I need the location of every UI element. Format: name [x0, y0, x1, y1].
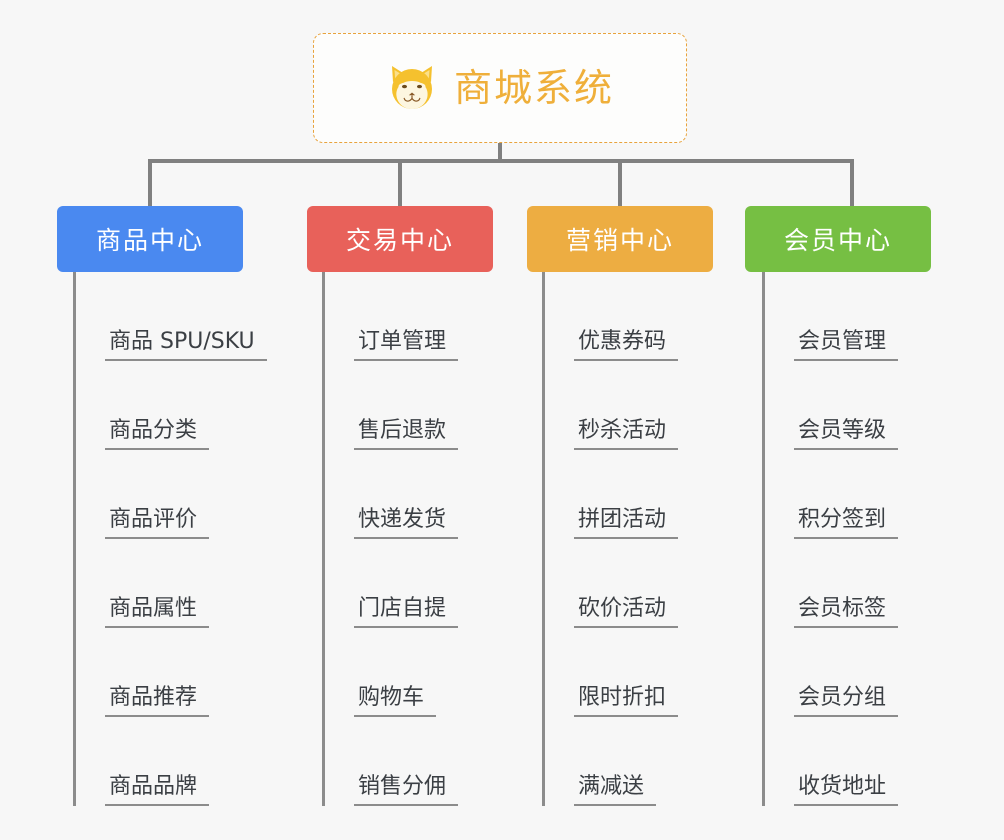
list-item[interactable]: 商品分类: [73, 361, 303, 450]
list-item[interactable]: 购物车: [322, 628, 552, 717]
list-item-label: 会员分组: [794, 684, 899, 717]
list-item[interactable]: 优惠券码: [542, 272, 772, 361]
list-item-label: 商品 SPU/SKU: [105, 328, 267, 361]
list-item-label: 会员等级: [794, 417, 899, 450]
list-item-label: 满减送: [574, 773, 657, 806]
list-item[interactable]: 限时折扣: [542, 628, 772, 717]
list-item[interactable]: 商品品牌: [73, 717, 303, 806]
list-item-label: 会员管理: [794, 328, 899, 361]
list-item-label: 拼团活动: [574, 506, 679, 539]
list-item-label: 门店自提: [354, 595, 459, 628]
list-item-label: 积分签到: [794, 506, 899, 539]
list-item-label: 销售分佣: [354, 773, 459, 806]
list-item-label: 商品评价: [105, 506, 210, 539]
list-item[interactable]: 积分签到: [762, 450, 992, 539]
list-item-label: 优惠券码: [574, 328, 679, 361]
list-item[interactable]: 商品属性: [73, 539, 303, 628]
list-item[interactable]: 售后退款: [322, 361, 552, 450]
category-title-product: 商品中心: [95, 226, 204, 255]
column-spine-member: [762, 272, 765, 806]
root-title: 商城系统: [453, 66, 614, 110]
category-box-product[interactable]: 商品中心: [57, 206, 243, 272]
list-item-label: 商品分类: [105, 417, 210, 450]
list-item-label: 砍价活动: [574, 595, 679, 628]
list-item[interactable]: 会员等级: [762, 361, 992, 450]
shiba-dog-icon: [386, 62, 438, 114]
column-spine-product: [73, 272, 76, 806]
list-item[interactable]: 秒杀活动: [542, 361, 772, 450]
list-item-label: 商品品牌: [105, 773, 210, 806]
list-item[interactable]: 商品推荐: [73, 628, 303, 717]
category-box-marketing[interactable]: 营销中心: [527, 206, 713, 272]
list-item[interactable]: 销售分佣: [322, 717, 552, 806]
root-node-shop-system[interactable]: 商城系统: [313, 33, 687, 143]
list-item[interactable]: 砍价活动: [542, 539, 772, 628]
connector-horizontal-bus: [148, 159, 854, 163]
connector-root-stem: [498, 143, 502, 163]
connector-drop-product: [148, 159, 152, 207]
list-item-label: 订单管理: [354, 328, 459, 361]
list-item-label: 售后退款: [354, 417, 459, 450]
list-item-label: 商品推荐: [105, 684, 210, 717]
list-item[interactable]: 商品 SPU/SKU: [73, 272, 303, 361]
column-spine-trade: [322, 272, 325, 806]
category-box-trade[interactable]: 交易中心: [307, 206, 493, 272]
connector-drop-marketing: [618, 159, 622, 207]
list-item[interactable]: 满减送: [542, 717, 772, 806]
list-item-label: 秒杀活动: [574, 417, 679, 450]
list-item[interactable]: 订单管理: [322, 272, 552, 361]
list-item[interactable]: 拼团活动: [542, 450, 772, 539]
list-item-label: 限时折扣: [574, 684, 679, 717]
list-item-label: 收货地址: [794, 773, 899, 806]
column-marketing: 优惠券码 秒杀活动 拼团活动 砍价活动 限时折扣 满减送: [542, 272, 772, 806]
list-item[interactable]: 快递发货: [322, 450, 552, 539]
list-item[interactable]: 门店自提: [322, 539, 552, 628]
category-title-member: 会员中心: [783, 226, 892, 255]
list-item[interactable]: 会员管理: [762, 272, 992, 361]
list-item[interactable]: 会员分组: [762, 628, 992, 717]
list-item-label: 购物车: [354, 684, 437, 717]
category-box-member[interactable]: 会员中心: [745, 206, 931, 272]
category-title-trade: 交易中心: [345, 226, 454, 255]
column-product: 商品 SPU/SKU 商品分类 商品评价 商品属性 商品推荐 商品品牌: [73, 272, 303, 806]
column-trade: 订单管理 售后退款 快递发货 门店自提 购物车 销售分佣: [322, 272, 552, 806]
list-item[interactable]: 商品评价: [73, 450, 303, 539]
list-item-label: 快递发货: [354, 506, 459, 539]
list-item-label: 商品属性: [105, 595, 210, 628]
column-member: 会员管理 会员等级 积分签到 会员标签 会员分组 收货地址: [762, 272, 992, 806]
connector-drop-trade: [398, 159, 402, 207]
category-title-marketing: 营销中心: [565, 226, 674, 255]
list-item[interactable]: 收货地址: [762, 717, 992, 806]
column-spine-marketing: [542, 272, 545, 806]
connector-drop-member: [850, 159, 854, 207]
list-item-label: 会员标签: [794, 595, 899, 628]
list-item[interactable]: 会员标签: [762, 539, 992, 628]
